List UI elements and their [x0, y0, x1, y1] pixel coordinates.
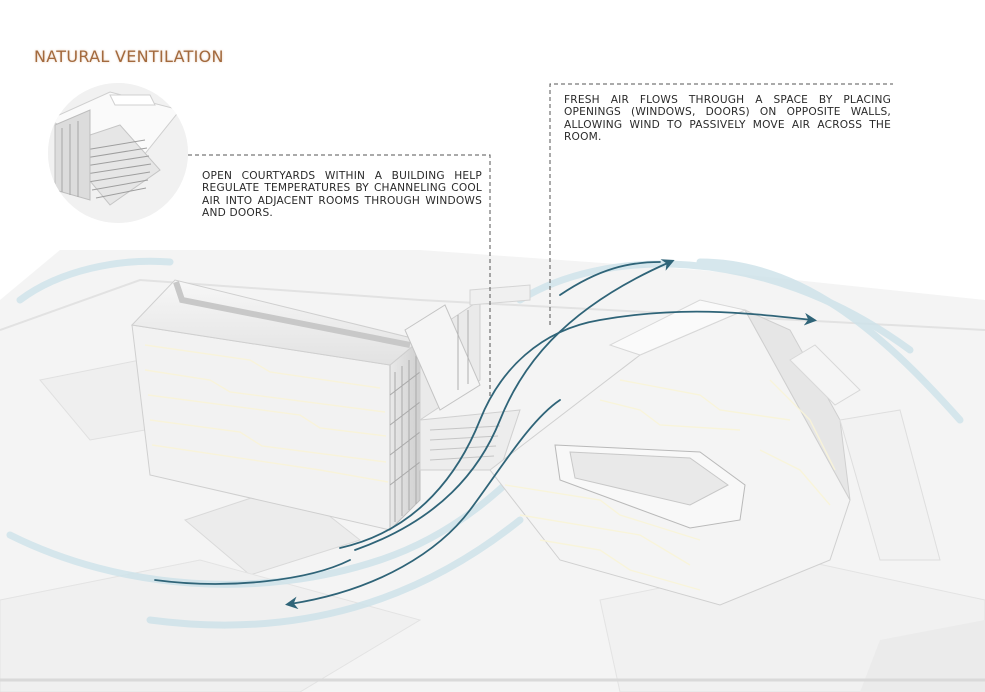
airflow-arrows: [154, 259, 818, 610]
courtyard-annotation: OPEN COURTYARDS WITHIN A BUILDING HELP R…: [202, 170, 482, 220]
right-building: [489, 299, 941, 606]
cross-ventilation-annotation: FRESH AIR FLOWS THROUGH A SPACE BY PLACI…: [564, 94, 891, 144]
page-title: NATURAL VENTILATION: [34, 47, 224, 66]
left-building: [130, 279, 531, 532]
courtyard-inset: [48, 83, 188, 223]
callout-lines: [188, 83, 893, 400]
